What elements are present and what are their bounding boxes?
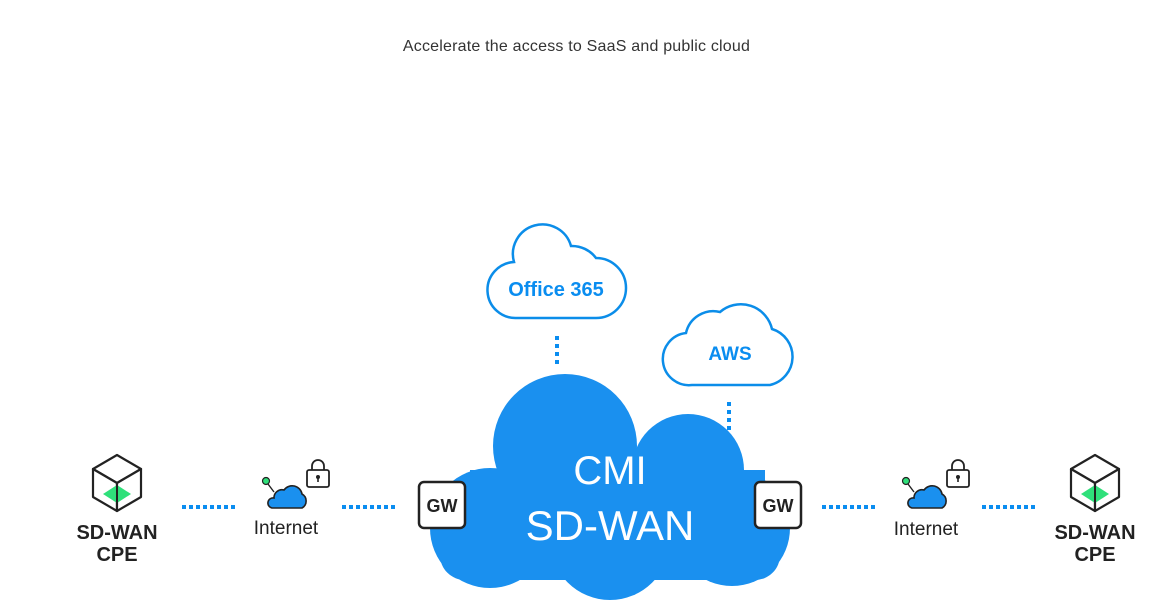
cpe-left: SD-WAN CPE [76, 453, 158, 566]
internet-right-label: Internet [894, 519, 959, 540]
cube-icon [1069, 453, 1121, 513]
cpe-left-line2: CPE [96, 544, 137, 566]
internet-right: Internet [894, 459, 970, 540]
cpe-right-line2: CPE [1074, 544, 1115, 566]
cpe-left-line1: SD-WAN [76, 522, 157, 544]
office365-label: Office 365 [508, 279, 604, 301]
cube-icon [91, 453, 143, 513]
aws-cloud: AWS [661, 303, 794, 387]
gateway-right-label: GW [763, 496, 794, 516]
gateway-left: GW [417, 480, 467, 530]
cpe-right: SD-WAN CPE [1054, 453, 1136, 566]
core-cloud-line1: CMI [573, 449, 646, 493]
cloud-lock-icon [261, 459, 330, 509]
internet-left-label: Internet [254, 518, 319, 539]
office365-cloud: Office 365 [486, 223, 628, 320]
cloud-outline-icon [661, 303, 794, 387]
cpe-right-line1: SD-WAN [1054, 522, 1135, 544]
gateway-right: GW [753, 480, 803, 530]
cmi-sd-wan-cloud: CMI SD-WAN [430, 374, 790, 600]
core-cloud-line2: SD-WAN [526, 502, 695, 549]
aws-label: AWS [708, 344, 751, 365]
page-caption: Accelerate the access to SaaS and public… [402, 38, 751, 55]
internet-left: Internet [254, 459, 330, 539]
cloud-lock-icon [901, 459, 970, 509]
cloud-outline-icon [486, 223, 628, 320]
gateway-left-label: GW [427, 496, 458, 516]
